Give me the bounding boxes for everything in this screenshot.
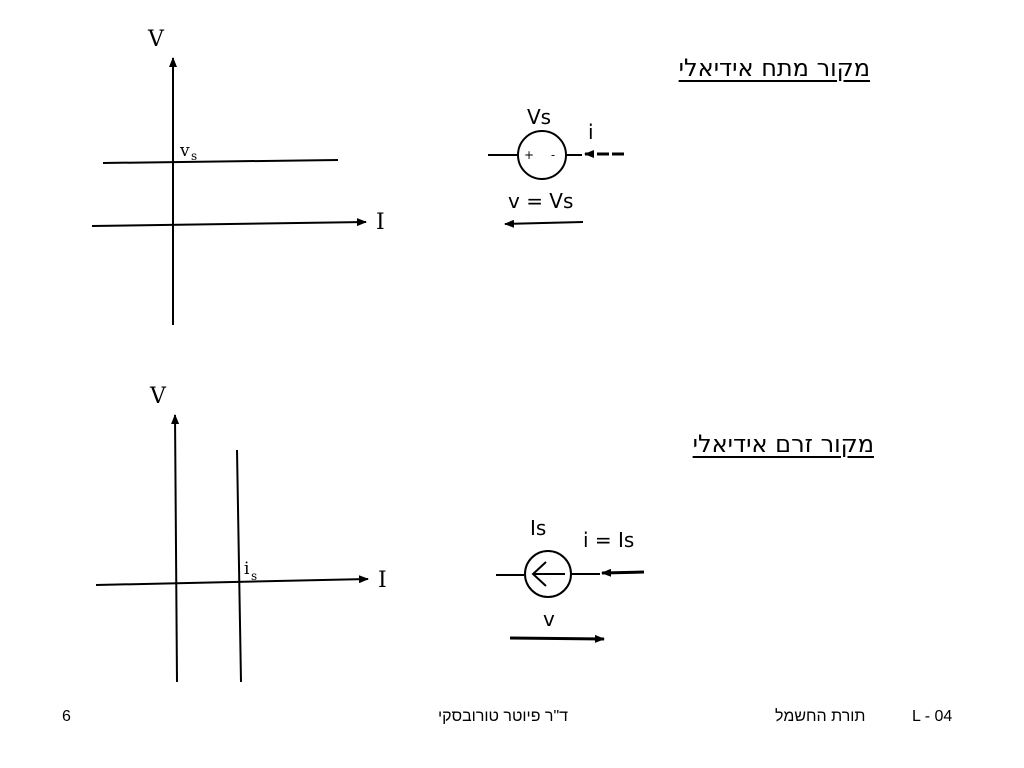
current-equals-label: i = Is: [583, 528, 634, 552]
i-axis: [95, 575, 369, 586]
v-axis-label: V: [149, 384, 167, 409]
i-axis: [91, 218, 367, 227]
course-name: תורת החשמל: [775, 708, 866, 725]
i-axis-label: I: [378, 568, 387, 593]
current-source-current-arrow: [601, 568, 645, 577]
vs-level-subscript: s: [191, 149, 197, 163]
current-label: i: [588, 120, 594, 144]
page-number: 6: [62, 708, 71, 725]
voltage-source-symbol: + - Vs i v = Vs: [488, 105, 624, 228]
constant-current-line: [236, 449, 242, 683]
v-axis-label: V: [147, 27, 165, 52]
voltage-label: v: [543, 607, 555, 631]
voltage-source-vi-graph: V I v s: [91, 27, 385, 325]
current-source-inner-arrowhead: [531, 561, 547, 587]
v-axis: [171, 414, 180, 683]
voltage-direction-arrow: [504, 219, 584, 228]
current-source-symbol: Is i = Is v: [496, 516, 645, 643]
constant-voltage-line: [102, 159, 339, 164]
current-source-heading: מקור זרם אידיאלי: [692, 430, 874, 458]
is-level-label: i: [244, 559, 250, 579]
plus-sign: +: [524, 148, 534, 162]
is-level-subscript: s: [251, 569, 257, 583]
is-symbol-label: Is: [530, 516, 546, 540]
voltage-direction-arrow: [509, 634, 605, 643]
vs-level-label: v: [179, 141, 190, 161]
vs-symbol-label: Vs: [527, 105, 551, 129]
voltage-equals-label: v = Vs: [508, 189, 573, 213]
i-axis-label: I: [376, 210, 385, 235]
minus-sign: -: [551, 148, 555, 162]
author-name: ד"ר פיוטר טורובסקי: [438, 708, 569, 725]
voltage-source-heading: מקור מתח אידיאלי: [678, 54, 870, 82]
current-source-vi-graph: V I i s: [95, 384, 387, 683]
lecture-code: L - 04: [912, 708, 953, 725]
